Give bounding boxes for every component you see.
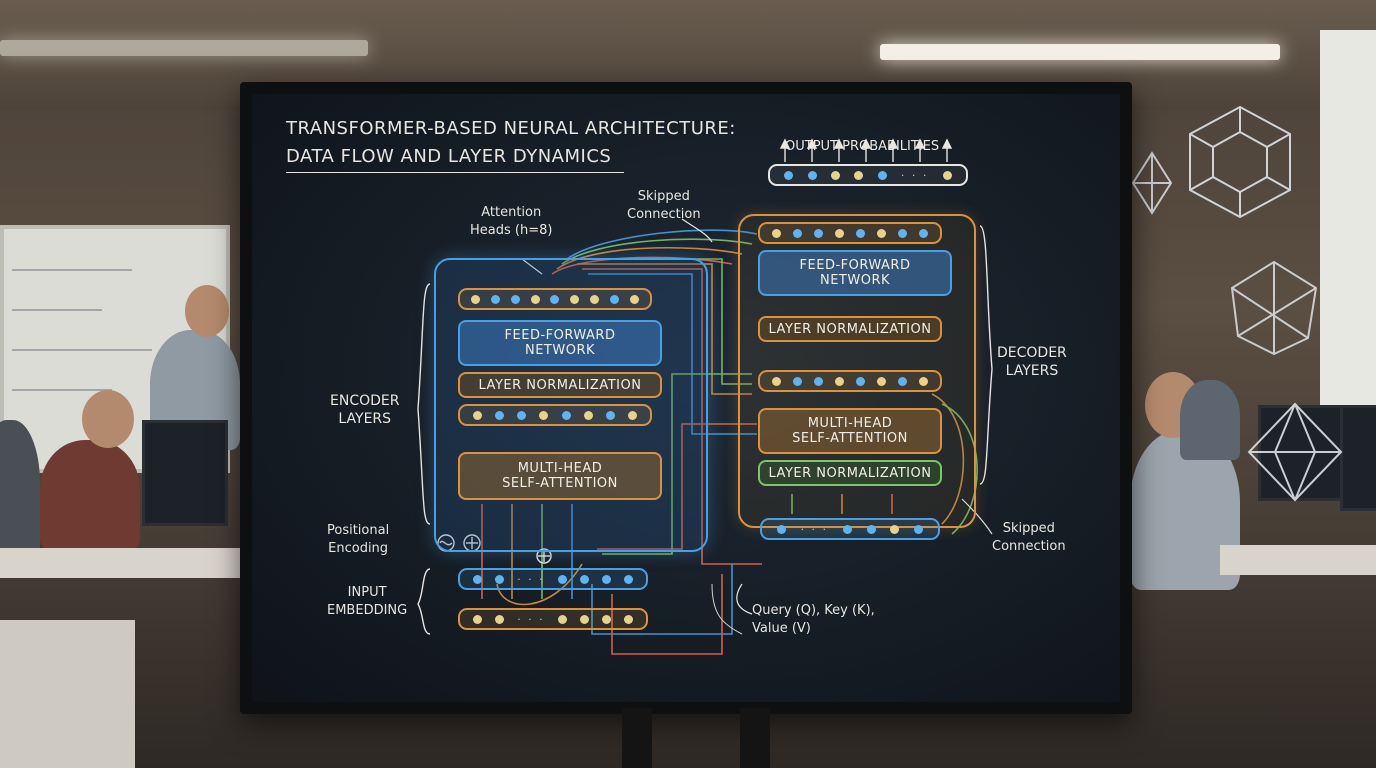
- decoder-layer-norm-top-block: LAYER NORMALIZATION: [758, 316, 942, 342]
- encoder-feed-forward-block: FEED-FORWARD NETWORK: [458, 320, 662, 366]
- decoder-multi-head-attention-block: MULTI-HEAD SELF-ATTENTION: [758, 408, 942, 454]
- positional-encoding-sum-icon: [437, 534, 552, 564]
- desk-right: [1220, 545, 1376, 575]
- input-embedding-row: · · ·: [458, 608, 648, 630]
- output-probabilities-label: OUTPUT PROBABILITIES: [785, 139, 940, 154]
- background-monitor-right-2: [1340, 405, 1376, 511]
- encoder-multi-head-attention-block: MULTI-HEAD SELF-ATTENTION: [458, 452, 662, 500]
- monitor-stand-left: [622, 708, 652, 768]
- encoder-layer-norm-block: LAYER NORMALIZATION: [458, 372, 662, 398]
- skipped-connection-label-right: Skipped Connection: [992, 521, 1066, 554]
- decoder-hidden-row: [758, 370, 942, 392]
- input-embedding-label: INPUT EMBEDDING: [327, 585, 408, 618]
- wireframe-small-cube-icon: [1131, 151, 1173, 215]
- person-seated-left: [40, 440, 140, 550]
- skipped-connection-label-top: Skipped Connection: [627, 189, 701, 222]
- diagram-screen: TRANSFORMER-BASED NEURAL ARCHITECTURE: D…: [252, 94, 1120, 702]
- positional-encoding-label: Positional Encoding: [327, 523, 390, 556]
- wireframe-cube-icon: [1189, 105, 1291, 219]
- decoder-input-row: · · ·: [760, 518, 940, 540]
- diagram-title-line2: DATA FLOW AND LAYER DYNAMICS: [286, 146, 612, 167]
- encoder-layers-label: ENCODER LAYERS: [330, 393, 400, 427]
- positional-input-row: · · ·: [458, 568, 648, 590]
- decoder-layers-label: DECODER LAYERS: [997, 345, 1067, 379]
- desk-left: [0, 548, 240, 578]
- diagram-title-line1: TRANSFORMER-BASED NEURAL ARCHITECTURE:: [286, 118, 736, 139]
- cabinet-left: [0, 620, 135, 768]
- output-probabilities-row: · · ·: [768, 164, 968, 186]
- encoder-attention-heads-row: [458, 288, 652, 310]
- decoder-attention-heads-row: [758, 222, 942, 244]
- person-edge-left: [0, 420, 40, 560]
- monitor-stand-right: [740, 708, 770, 768]
- wireframe-octahedron-icon: [1247, 402, 1343, 502]
- window: [1320, 30, 1376, 410]
- background-monitor-left: [142, 420, 228, 526]
- person-standing-head: [185, 285, 229, 337]
- wireframe-polyhedron-icon: [1230, 260, 1318, 356]
- qkv-label: Query (Q), Key (K), Value (V): [752, 603, 875, 636]
- decoder-feed-forward-block: FEED-FORWARD NETWORK: [758, 250, 952, 296]
- decoder-layer-norm-bottom-block: LAYER NORMALIZATION: [758, 460, 942, 486]
- encoder-hidden-row: [458, 404, 652, 426]
- person-seated-left-head: [82, 390, 134, 448]
- attention-heads-label: Attention Heads (h=8): [470, 205, 553, 238]
- title-underline: [286, 172, 624, 173]
- person-back-right: [1180, 380, 1240, 460]
- ceiling-light-left: [0, 40, 368, 56]
- ceiling-light-right: [880, 44, 1280, 60]
